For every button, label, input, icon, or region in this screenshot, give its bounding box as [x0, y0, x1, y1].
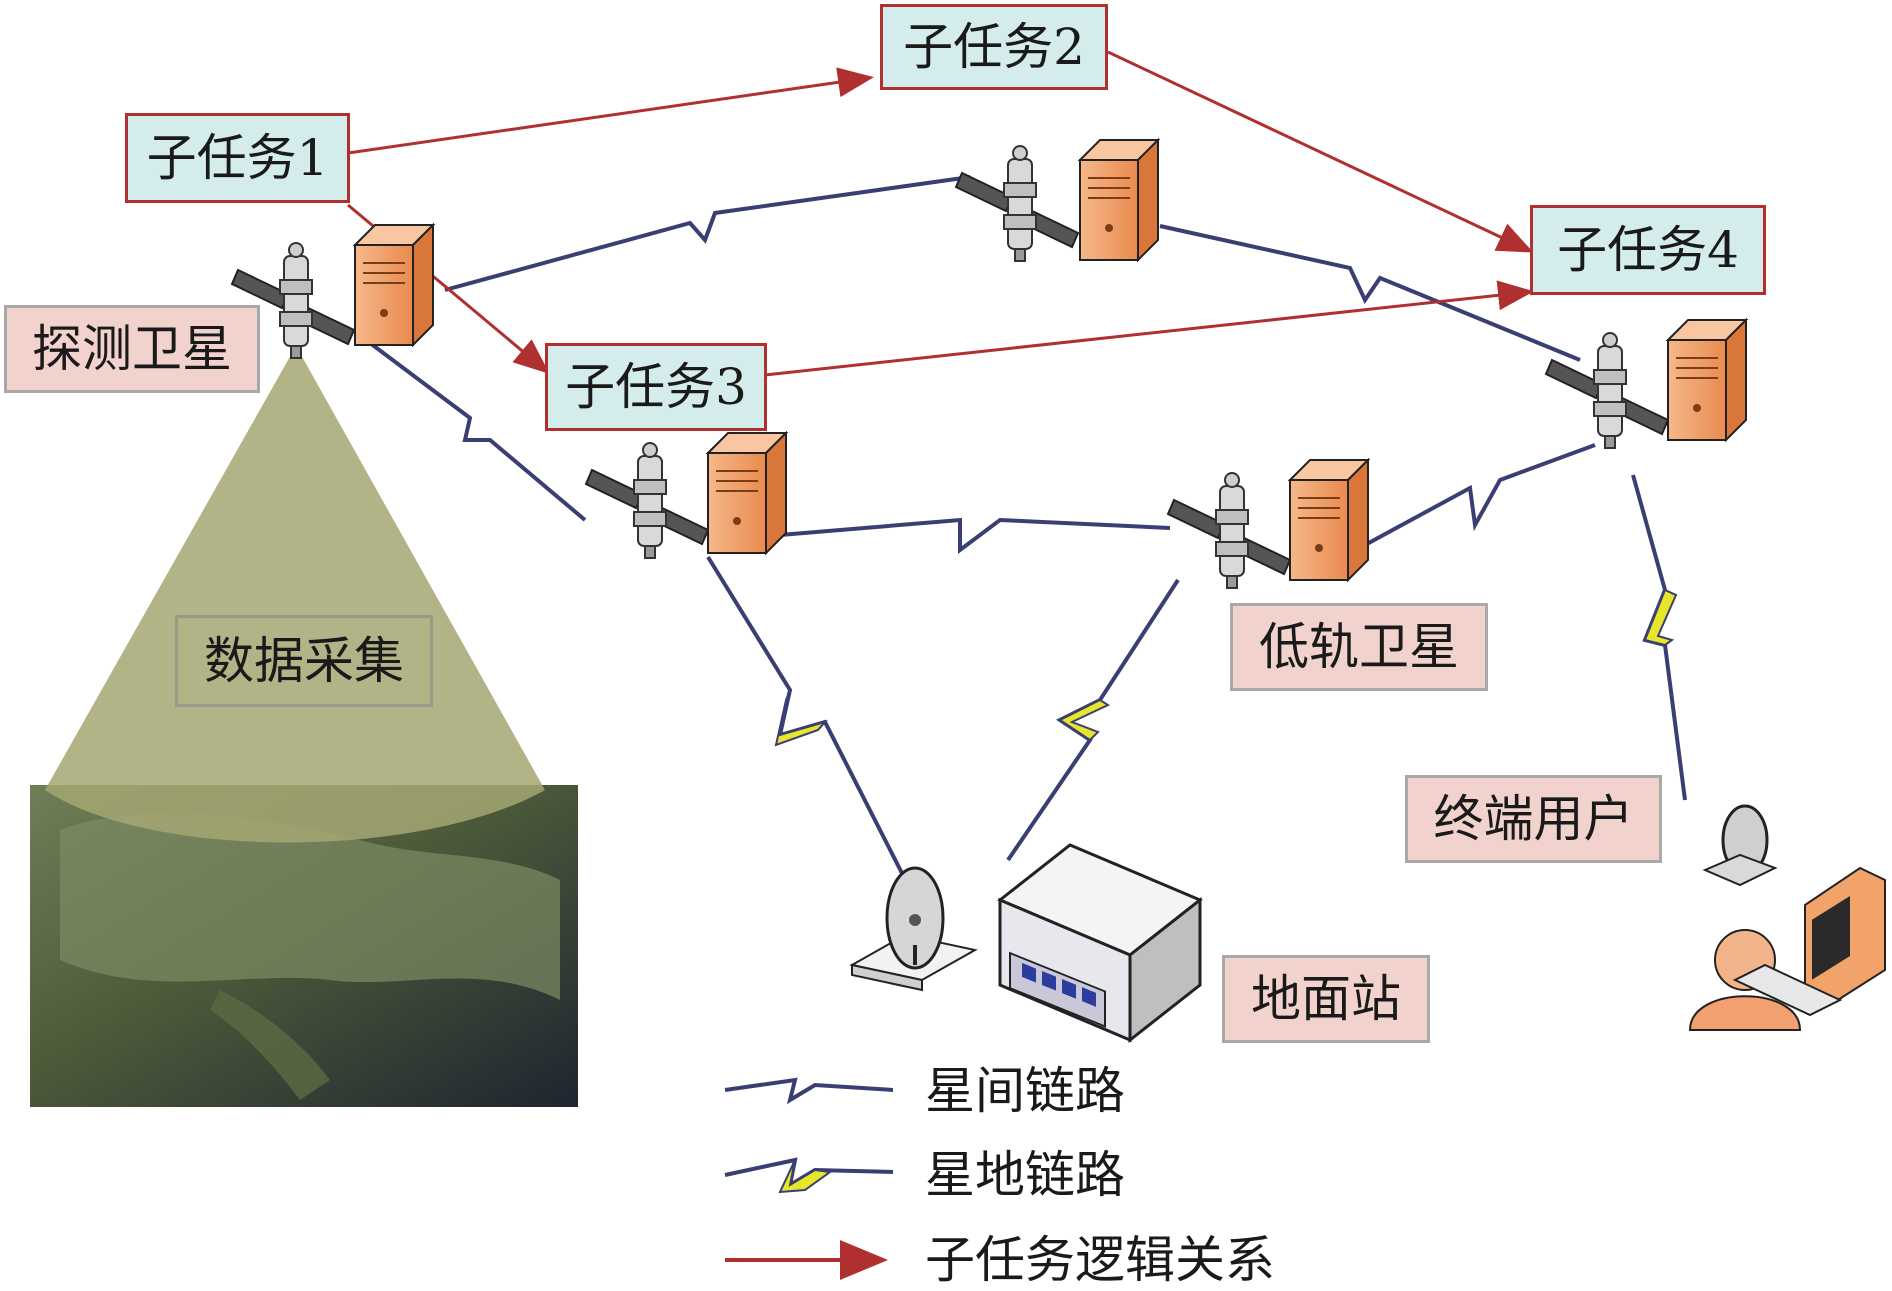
- ground-station-label: 地面站: [1251, 970, 1401, 1028]
- subtask-3-label: 子任务3: [565, 358, 747, 416]
- subtask-4-box: 子任务4: [1530, 205, 1766, 295]
- legend-task-logic-label: 子任务逻辑关系: [925, 1231, 1275, 1289]
- legend-sat-ground-label: 星地链路: [925, 1146, 1125, 1204]
- relay-satellite-top: [955, 139, 1159, 262]
- subtask-2-box: 子任务2: [880, 4, 1108, 90]
- leo-satellite: [1167, 459, 1369, 589]
- subtask-arrows: [347, 50, 1534, 377]
- terminal-user-box: 终端用户: [1405, 775, 1662, 863]
- leo-satellite-box: 低轨卫星: [1230, 603, 1488, 691]
- data-collect-label: 数据采集: [204, 632, 404, 690]
- detect-satellite-box: 探测卫星: [4, 305, 260, 393]
- subtask-3-box: 子任务3: [545, 343, 767, 431]
- terminal-user: [1688, 804, 1886, 1031]
- leo-satellite-label: 低轨卫星: [1259, 618, 1459, 676]
- subtask-1-label: 子任务1: [146, 129, 329, 187]
- satellite-ground-links: [706, 474, 1687, 886]
- subtask-2-label: 子任务2: [903, 18, 1085, 76]
- detect-satellite-label: 探测卫星: [32, 320, 232, 378]
- relay-satellite-right: [1545, 319, 1747, 449]
- subtask-4-label: 子任务4: [1557, 221, 1739, 279]
- legend-inter-sat-label: 星间链路: [925, 1062, 1125, 1120]
- legend-graphics: [724, 1077, 894, 1280]
- subtask-1-box: 子任务1: [125, 113, 350, 203]
- ground-station-box: 地面站: [1222, 955, 1430, 1043]
- legend-inter-sat-swatch: [724, 1077, 894, 1105]
- relay-satellite-middle: [585, 432, 787, 559]
- terminal-user-label: 终端用户: [1433, 790, 1634, 848]
- data-collect-box: 数据采集: [175, 615, 433, 707]
- detect-satellite: [231, 224, 434, 359]
- legend-sat-ground-swatch: [724, 1157, 894, 1194]
- inter-satellite-links: [368, 175, 1596, 554]
- sensing-cone: [45, 346, 545, 843]
- ground-station: [849, 843, 1203, 1044]
